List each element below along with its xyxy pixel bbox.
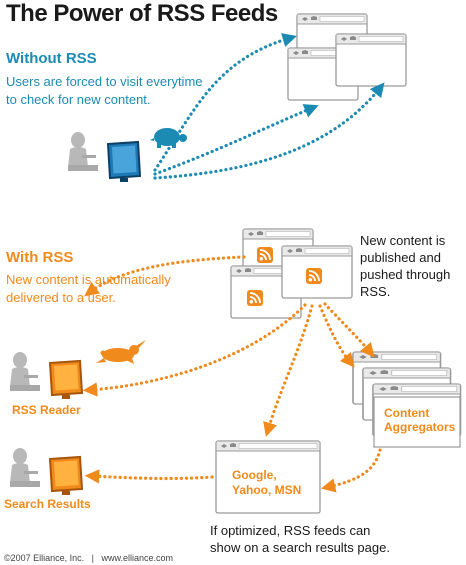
optimized-note-line2: show on a search results page. xyxy=(210,540,390,555)
optimized-note-line1: If optimized, RSS feeds can xyxy=(210,523,371,538)
person-icon xyxy=(10,352,40,391)
rss-reader-label: RSS Reader xyxy=(12,403,81,417)
person-icon xyxy=(68,132,98,171)
search-engines-label-line2: Yahoo, MSN xyxy=(232,483,302,497)
content-aggregators-label-line2: Aggregators xyxy=(384,420,456,434)
turtle-icon xyxy=(150,128,187,148)
browser-window-icon xyxy=(281,245,353,299)
rabbit-icon xyxy=(96,340,146,364)
visit-arrows xyxy=(153,33,385,180)
pushed-note-line3: pushed through xyxy=(360,267,451,282)
without-rss-heading: Without RSS xyxy=(6,50,97,67)
monitor-icon xyxy=(106,140,142,182)
search-results-label: Search Results xyxy=(4,497,91,511)
content-aggregators-label-line1: Content xyxy=(384,406,430,420)
footer-credit: ©2007 Elliance, Inc. | www.elliance.com xyxy=(4,553,174,563)
with-rss-text-line1: New content is automatically xyxy=(6,272,171,287)
page-title: The Power of RSS Feeds xyxy=(6,0,278,27)
with-rss-heading: With RSS xyxy=(6,249,74,266)
browser-window-icon xyxy=(215,440,321,514)
browser-window-icon xyxy=(335,33,407,87)
pushed-note-line1: New content is xyxy=(360,233,446,248)
push-arrows xyxy=(82,255,382,493)
browser-window-icon xyxy=(352,351,462,448)
without-rss-text-line2: to check for new content. xyxy=(6,92,151,107)
with-rss-text-line2: delivered to a user. xyxy=(6,290,116,305)
person-icon xyxy=(10,448,40,487)
pushed-note-line4: RSS. xyxy=(360,284,391,299)
without-rss-text-line1: Users are forced to visit everytime xyxy=(6,74,203,89)
search-engines-label-line1: Google, xyxy=(232,468,277,482)
monitor-icon xyxy=(48,455,84,495)
pushed-note-line2: published and xyxy=(360,250,441,265)
monitor-icon xyxy=(48,359,84,399)
